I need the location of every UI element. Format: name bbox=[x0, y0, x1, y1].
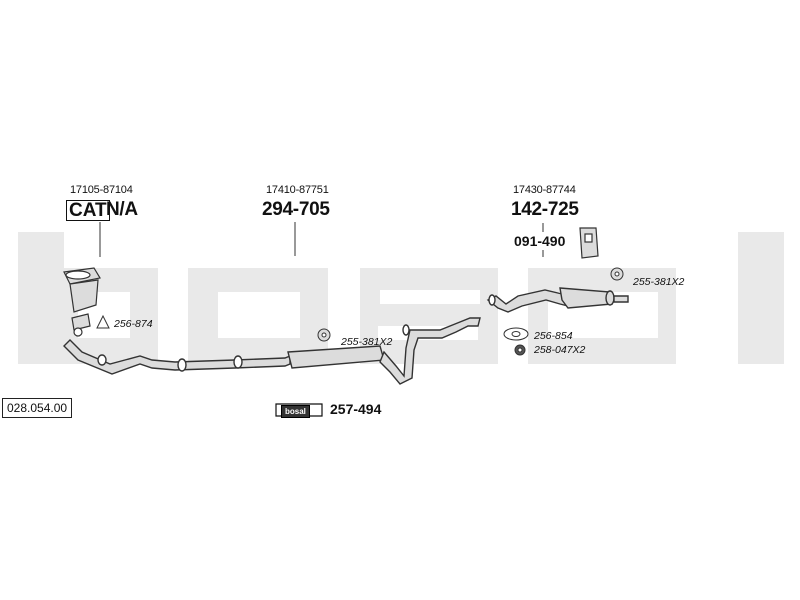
cat-label: CAT bbox=[66, 200, 110, 221]
fitting-code: 258-047X2 bbox=[534, 344, 586, 356]
kit-code: 257-494 bbox=[330, 401, 382, 417]
part-number-box: 028.054.00 bbox=[2, 398, 73, 418]
flange-gasket-icon bbox=[503, 327, 529, 341]
bosal-code-rear: 142-725 bbox=[511, 199, 579, 220]
nut-icon bbox=[514, 344, 526, 356]
rubber-hanger-icon bbox=[317, 267, 624, 342]
oem-number-cat: 17105-87104 bbox=[70, 184, 133, 196]
bosal-code-cat: N/A bbox=[106, 199, 138, 220]
fitting-code: 255-381X2 bbox=[633, 276, 685, 288]
kit-badge: bosal bbox=[281, 405, 310, 418]
oem-number-centre: 17410-87751 bbox=[266, 184, 329, 196]
bosal-code-bracket: 091-490 bbox=[514, 233, 566, 249]
centre-silencer bbox=[287, 317, 481, 385]
front-pipe bbox=[63, 339, 291, 375]
fitting-code: 256-874 bbox=[114, 318, 153, 330]
oem-number-rear: 17430-87744 bbox=[513, 184, 576, 196]
bracket-icon bbox=[579, 227, 599, 259]
fitting-code: 256-854 bbox=[534, 330, 573, 342]
fitting-code: 255-381X2 bbox=[341, 336, 393, 348]
rear-silencer bbox=[486, 287, 629, 313]
gasket-icon bbox=[96, 314, 110, 329]
bosal-code-centre: 294-705 bbox=[262, 199, 330, 220]
catalytic-converter bbox=[63, 267, 101, 337]
